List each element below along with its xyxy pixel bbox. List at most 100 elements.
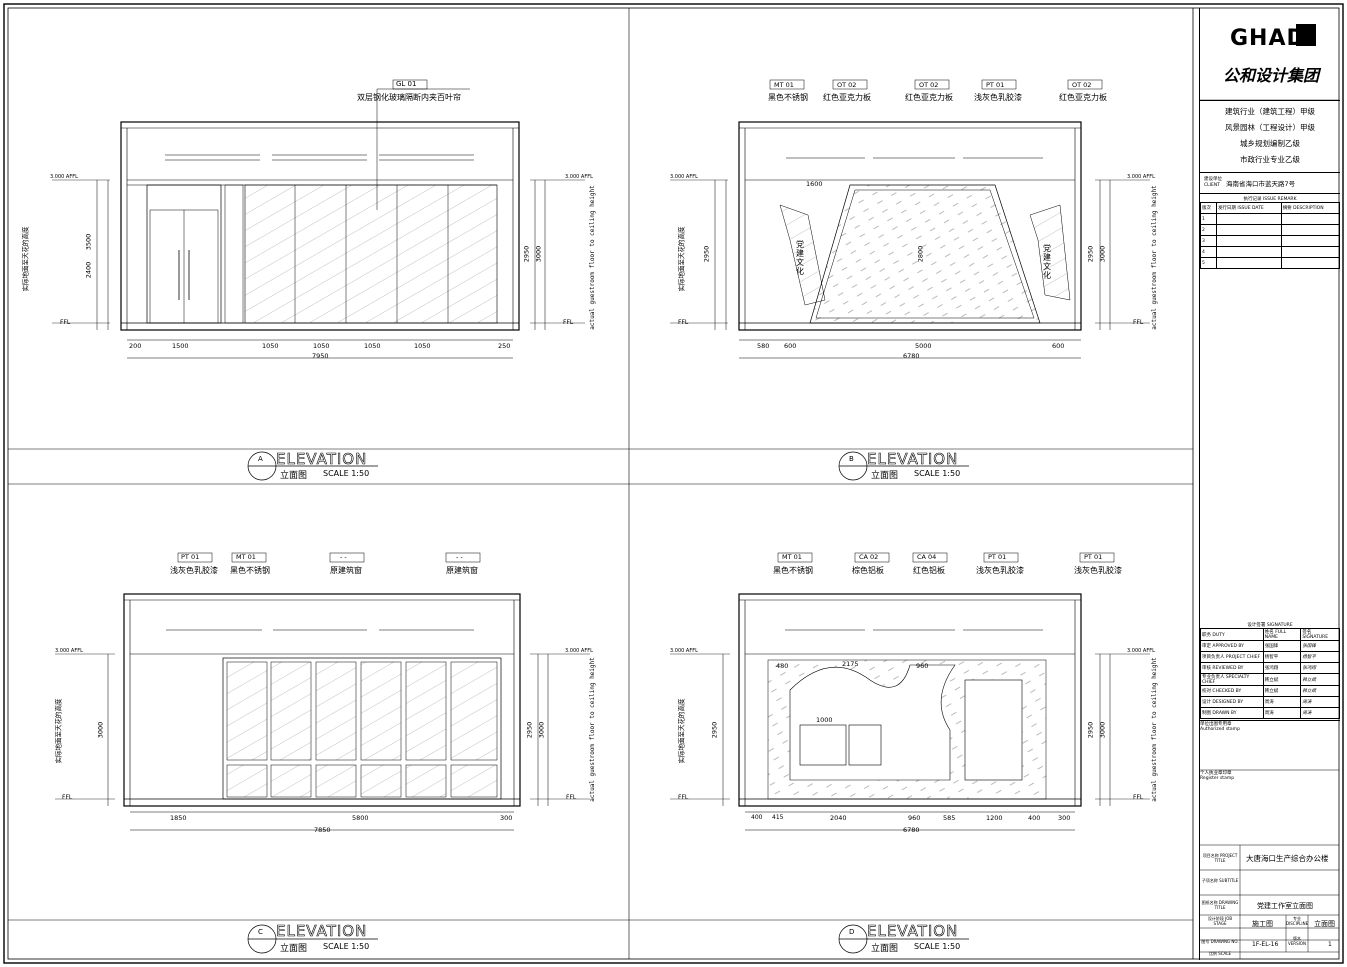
panel-c-dim: 1850 bbox=[170, 814, 187, 822]
panel-b-tag: PT 01 bbox=[986, 81, 1005, 89]
client-value: 海南省海口市蓝天路7号 bbox=[1226, 180, 1296, 188]
panel-c-tag-text: 原建筑窗 bbox=[330, 566, 362, 575]
project-title: 大唐海口生产综合办公楼 bbox=[1246, 854, 1329, 863]
side-note: 实际地面至天花的高度 bbox=[21, 226, 30, 292]
title-d-elevation: ELEVATION bbox=[867, 922, 959, 941]
scale-label: 比例 SCALE bbox=[1208, 951, 1232, 956]
panel-c-dim: 300 bbox=[500, 814, 513, 822]
panel-b-level: 3.000 AFFL bbox=[670, 174, 698, 180]
panel-b-tag-text: 红色亚克力板 bbox=[1059, 93, 1107, 102]
panel-d-tag: CA 04 bbox=[917, 553, 937, 561]
panel-d-tag: PT 01 bbox=[988, 553, 1007, 561]
stamp-label: 个人执业章印章 bbox=[1200, 771, 1232, 776]
panel-b-text-right: 党建文化 bbox=[1043, 244, 1051, 280]
title-b-sub: 立面图 bbox=[871, 471, 899, 481]
qualification: 风景园林（工程设计）甲级 bbox=[1225, 123, 1315, 132]
panel-b-ffl-r: FFL bbox=[1133, 319, 1144, 326]
title-b-letter: B bbox=[849, 455, 854, 463]
panel-a-side-dim: 2400 bbox=[84, 261, 93, 279]
sig-name: 张国锋 bbox=[1262, 640, 1302, 652]
panel-d-inner-dim: 1000 bbox=[816, 716, 833, 724]
panel-a-dim: 1050 bbox=[414, 342, 431, 350]
rev-row: 5 bbox=[1200, 257, 1217, 269]
title-block: GHAD 公和设计集团 建筑行业（建筑工程）甲级 风景园林（工程设计）甲级 城乡… bbox=[1199, 8, 1341, 960]
panel-d-tag: CA 02 bbox=[859, 553, 879, 561]
panel-d-tag: MT 01 bbox=[782, 553, 802, 561]
discipline: 立面图 bbox=[1314, 920, 1335, 928]
title-d-letter: D bbox=[849, 928, 855, 936]
logo: GHAD 公和设计集团 bbox=[1200, 8, 1340, 101]
side-note-en: actual guestroom floor to ceiling height bbox=[588, 657, 596, 802]
qualifications: 建筑行业（建筑工程）甲级 风景园林（工程设计）甲级 城乡规划编制乙级 市政行业专… bbox=[1200, 104, 1340, 168]
panel-b-dim: 5000 bbox=[915, 342, 932, 350]
panel-d-dim: 400 bbox=[1028, 814, 1041, 822]
panel-d-level: 3.000 AFFL bbox=[670, 648, 698, 654]
panel-a-side-dim: 2950 bbox=[522, 245, 531, 263]
sig-name: 张鸿翔 bbox=[1262, 662, 1302, 674]
panel-a-ffl: FFL bbox=[60, 319, 71, 326]
panel-d-dim: 585 bbox=[943, 814, 956, 822]
sig-duty: 制图 DRAWN BY bbox=[1200, 707, 1264, 719]
panel-c-tag-text: 浅灰色乳胶漆 bbox=[170, 566, 218, 575]
qualification: 建筑行业（建筑工程）甲级 bbox=[1225, 107, 1315, 116]
qualification: 市政行业专业乙级 bbox=[1240, 155, 1300, 164]
panel-d-tag-text: 棕色铝板 bbox=[852, 566, 884, 575]
panel-a-dim: 1050 bbox=[313, 342, 330, 350]
title-b-scale: SCALE 1:50 bbox=[914, 469, 961, 478]
sig-col: 姓名 FULL NAME bbox=[1262, 628, 1302, 641]
panel-b-side-dim: 3000 bbox=[1098, 245, 1107, 263]
panel-a-dim: 1050 bbox=[364, 342, 381, 350]
signature-header: 设计签署 SIGNATURE bbox=[1247, 623, 1293, 628]
panel-b-tag: OT 02 bbox=[919, 81, 939, 89]
qualification: 城乡规划编制乙级 bbox=[1240, 139, 1300, 148]
panel-a-dim: 250 bbox=[498, 342, 511, 350]
panel-d-dim: 300 bbox=[1058, 814, 1071, 822]
elevation-a bbox=[52, 79, 585, 359]
version-label: 版本 VERSION bbox=[1288, 936, 1306, 946]
rev-row: 4 bbox=[1200, 246, 1217, 258]
panel-d-dim: 1200 bbox=[986, 814, 1003, 822]
sig-signature: 张鸿翔 bbox=[1300, 662, 1340, 674]
title-a-elevation: ELEVATION bbox=[276, 450, 368, 469]
sig-signature: 张国锋 bbox=[1300, 640, 1340, 652]
version: 1 bbox=[1328, 941, 1332, 948]
panel-b-ffl: FFL bbox=[678, 319, 689, 326]
panel-d-tag-text: 浅灰色乳胶漆 bbox=[976, 566, 1024, 575]
elevation-c bbox=[55, 552, 590, 831]
company-name: 公和设计集团 bbox=[1222, 66, 1319, 85]
register-stamp: 个人执业章印章 Register stamp bbox=[1200, 770, 1340, 845]
side-note: 实际地面至天花的高度 bbox=[677, 226, 686, 292]
rev-row: 2 bbox=[1200, 224, 1217, 236]
title-c-scale: SCALE 1:50 bbox=[323, 942, 370, 951]
panel-b-inner-dim: 2800 bbox=[916, 245, 925, 263]
panel-d-side-dim: 2950 bbox=[1086, 721, 1095, 739]
elevation-d bbox=[670, 552, 1150, 831]
panel-b-tag-text: 黑色不锈钢 bbox=[768, 93, 808, 102]
number-label: 图号 DRAWING NO. bbox=[1201, 939, 1239, 944]
panel-c-ffl-r: FFL bbox=[566, 794, 577, 801]
sig-name: 周涛 bbox=[1262, 707, 1302, 719]
sig-signature: 韩立斌 bbox=[1300, 685, 1340, 697]
panel-c-total: 7850 bbox=[314, 826, 331, 834]
panel-d-dim: 400 bbox=[751, 814, 763, 821]
panel-c-tag-text: 黑色不锈钢 bbox=[230, 566, 270, 575]
panel-a-level-r: 3.000 AFFL bbox=[565, 174, 593, 180]
panel-c-dim: 5800 bbox=[352, 814, 369, 822]
title-c-letter: C bbox=[258, 928, 263, 936]
panel-c-level: 3.000 AFFL bbox=[55, 648, 83, 654]
rev-col: 版次 bbox=[1200, 202, 1217, 214]
client-label: 建设单位 bbox=[1204, 177, 1222, 182]
stamp-label-en: Register stamp bbox=[1200, 776, 1235, 781]
sig-duty: 专业负责人 SPECIALTY CHIEF bbox=[1200, 673, 1264, 686]
side-note: 实际地面至天花的高度 bbox=[54, 698, 63, 764]
panel-c-level-r: 3.000 AFFL bbox=[565, 648, 593, 654]
title-b-elevation: ELEVATION bbox=[867, 450, 959, 469]
title-a-letter: A bbox=[258, 455, 263, 463]
panel-b-dim: 600 bbox=[1052, 342, 1065, 350]
panel-b-side-dim: 2950 bbox=[702, 245, 711, 263]
panel-d-level-r: 3.000 AFFL bbox=[1127, 648, 1155, 654]
sig-duty: 审定 APPROVED BY bbox=[1200, 640, 1264, 652]
panel-d-inner-dim: 960 bbox=[916, 662, 929, 670]
